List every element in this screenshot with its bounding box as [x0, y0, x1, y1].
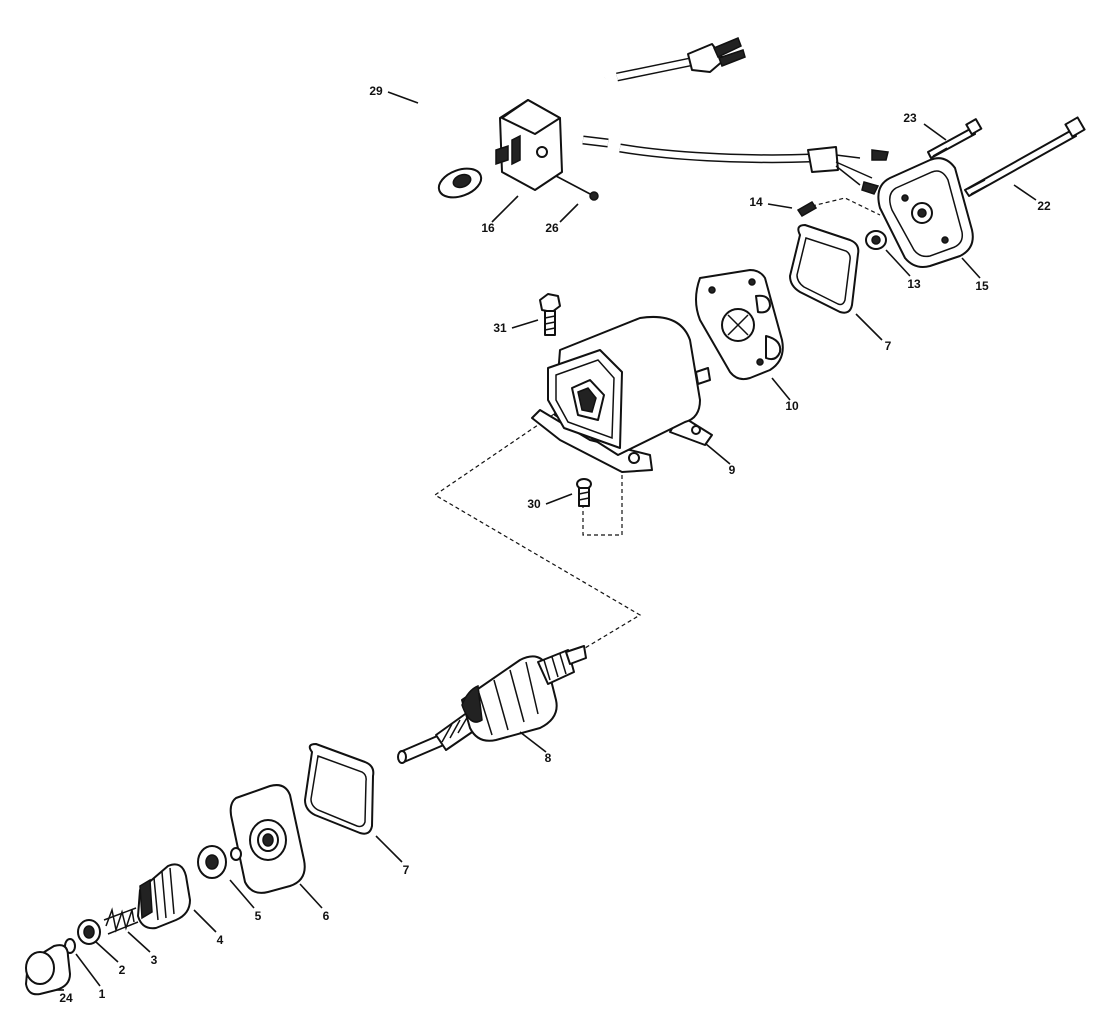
- callout-30: 30: [527, 497, 541, 511]
- callout-3: 3: [151, 953, 158, 967]
- callout-10: 10: [785, 399, 799, 413]
- armature: [397, 645, 587, 764]
- callout-16: 16: [481, 221, 495, 235]
- power-cord: [381, 37, 746, 199]
- leader-lines: [56, 91, 1037, 991]
- gasket-upper: [789, 224, 860, 314]
- callout-7-lower: 7: [403, 863, 410, 877]
- callout-7-upper: 7: [885, 339, 892, 353]
- end-cap: [877, 157, 974, 268]
- callout-22: 22: [1037, 199, 1051, 213]
- gasket-lower: [304, 743, 375, 835]
- callout-23: 23: [903, 111, 917, 125]
- switch: [495, 99, 563, 191]
- callout-9: 9: [729, 463, 736, 477]
- callout-15: 15: [975, 279, 989, 293]
- brush-plate: [695, 269, 784, 381]
- cap: [25, 944, 71, 996]
- callout-24: 24: [59, 991, 73, 1005]
- callout-4: 4: [217, 933, 224, 947]
- callout-29: 29: [369, 84, 383, 98]
- assembly-guide-lines: [433, 197, 881, 661]
- callout-14: 14: [749, 195, 763, 209]
- bolt-31: [539, 293, 561, 336]
- collar: [77, 919, 101, 945]
- bearing: [197, 845, 242, 879]
- drive-end-cap: [229, 784, 306, 894]
- screw-30: [576, 478, 592, 507]
- callout-8: 8: [545, 751, 552, 765]
- through-bolt-long: [964, 116, 1086, 197]
- callout-labels: 1 2 3 4 5 6 7 7 8 9 10 13 14 15 16 22 23…: [59, 84, 1051, 1005]
- nut: [865, 230, 887, 250]
- spring: [103, 907, 139, 935]
- callout-6-lower: 6: [323, 909, 330, 923]
- callout-2: 2: [119, 963, 126, 977]
- lead-wire: [582, 135, 889, 195]
- drive-pinion: [137, 863, 191, 930]
- cord-grommet: [437, 167, 483, 199]
- screw-14: [796, 201, 818, 217]
- switch-screw: [555, 175, 599, 201]
- callout-13: 13: [907, 277, 921, 291]
- through-bolt-short: [927, 118, 983, 159]
- callout-1: 1: [99, 987, 106, 1001]
- callout-5: 5: [255, 909, 262, 923]
- callout-26: 26: [545, 221, 559, 235]
- motor-housing: [531, 316, 713, 473]
- callout-31: 31: [493, 321, 507, 335]
